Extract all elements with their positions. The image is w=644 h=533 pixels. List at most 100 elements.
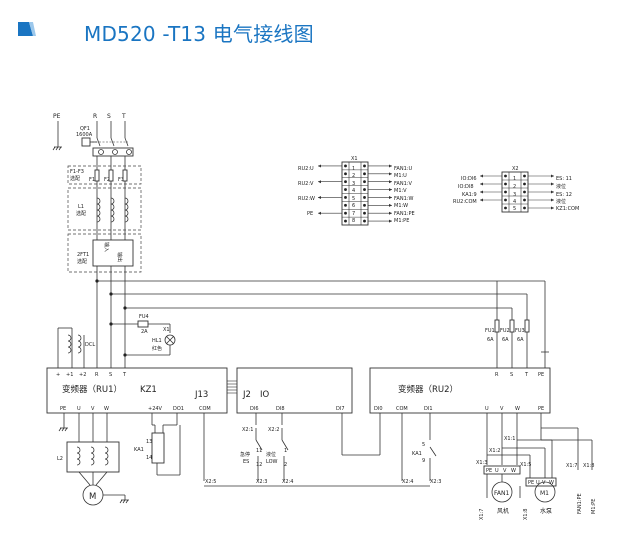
fan-pe-label: FAN1:PE [577,493,583,514]
x1-terminal-dot [344,164,347,168]
loads: X1:1 X1:2 X1:3 X1:5 X1:7 X1:8 PE U V W P… [476,413,597,520]
filter-out-label: 输出 [116,252,123,262]
x1-row-5: 5 [352,196,355,202]
ru2-top-t0: R [495,372,499,378]
ground-icon-pe [52,146,62,151]
r-label: R [93,113,97,120]
x1-row-2: 2 [352,173,355,179]
x2-right-1: 液位 [556,183,566,190]
x1-right-arrow-icon [389,211,392,215]
ru1-bot-t0: PE [60,406,66,412]
lamp-color: 红色 [152,345,162,352]
x1-right-7: M1:PE [394,218,409,224]
level-switch-icon [281,428,289,481]
ru2-box [369,367,551,414]
ru2-top-t2: T [524,372,529,378]
io-connector: J2 [242,390,251,400]
x1-left-arrow-icon [318,180,321,184]
x1-terminal-dot [344,211,347,215]
pump-mini-2: V [542,480,546,486]
sw2-name: 液位 [266,451,276,458]
fuse-fu4-icon [137,320,149,328]
bottom-x1-8: X1:8 [523,509,529,520]
ru1-bot-t4: +24V [148,406,163,412]
sw1-ref: X2:1 [242,427,253,433]
x2-row-4: 4 [513,199,516,205]
sw2-ref: X2:2 [268,427,279,433]
x2-right-arrow-icon [551,206,554,210]
ru2-fuse-icon-1 [494,319,500,333]
fan-mini-2: V [503,468,507,474]
fuse-f1-icon [94,169,100,182]
x2-right-arrow-icon [551,174,554,178]
x1-terminal-table: X1 RU2:U RU2:V RU2:W PE 1 2 3 4 5 6 7 8 … [298,156,415,226]
reactor-label: L1 [78,204,84,210]
x1-terminal-dot [363,188,366,191]
pump-mini-0: PE [528,480,534,486]
ru1-top-t3: R [95,372,99,378]
x1-right-3: M1:V [394,188,407,194]
f1-label: F1 [89,177,95,183]
dc-reactor: DCL [57,327,95,368]
x2-terminal-dot [504,198,507,202]
supply-section: PE R S T QF1 1600A [52,113,546,368]
x2-terminal-table: X2 IO:DI6 IO:DI8 KA1:9 RU2:COM 1 2 3 4 5… [453,166,579,213]
io-x-ref-1: X2:3 [256,479,267,485]
x1-left-3: PE [307,211,313,217]
x2-terminal-dot [504,182,507,186]
x1-terminal-dot [363,211,366,215]
ru2-bot-t3: U [485,406,489,412]
ru2-bot-t0: DI0 [374,406,383,412]
x2-terminal-dot [523,190,526,194]
x1-terminal-dot [344,172,347,176]
x1-title: X1 [351,156,358,162]
ru1-bot-t1: U [77,406,81,412]
ribbon-connector [227,380,237,394]
filter-in-label: 输入 [103,242,110,252]
x1-right-arrow-icon [389,164,392,168]
t-label: T [121,113,126,120]
ground-icon-motor [119,499,129,504]
ru1-bot-t6: COM [199,406,211,412]
io-x-ref-2: X2:4 [282,479,293,485]
filter-opt: 选配 [77,258,87,265]
ru1-box [46,367,228,414]
fuse-note: F1-F3 [70,169,84,175]
ru2-bot-t6: PE [538,406,544,412]
x1-terminal-dot [344,180,347,184]
x2-title: X2 [512,166,519,172]
ru1-name: 变频器（RU1） [62,384,122,395]
x1-right-5: M1:W [394,203,408,209]
x1-row-7: 7 [352,211,355,217]
x2-right-0: ES: 11 [556,176,572,182]
x2-terminal-dot [523,174,526,178]
side-term-2: X1:8 [583,463,594,469]
x2-left-2: KA1:9 [462,192,477,198]
sw2-b: 2 [284,462,287,468]
ru2-bot-t1: COM [396,406,408,412]
x2-right-3: 液位 [556,198,566,205]
pe-label: PE [53,113,61,120]
x1-right-arrow-icon [389,219,392,223]
ru2-fuse-3: FU3 [515,328,525,334]
lamp-ref: X1 [163,327,170,333]
ru2-relay-a: 5 [422,442,425,448]
fan-mini-3: W [511,468,516,474]
relay-pin-14: 14 [146,455,152,461]
x1-left-arrow-icon [318,211,321,215]
fan-name: 风机 [497,507,509,515]
ru2-fuse-rating-3: 6A [517,337,524,343]
sw1-name: 急停 [240,451,250,458]
dc-coil-icon [67,334,72,354]
x2-row-2: 2 [513,184,516,190]
relay-coil-icon [151,432,165,464]
sw1-pin: ES [243,459,249,465]
x1-row-4: 4 [352,188,355,194]
page-title: MD520 -T13 电气接线图 [84,22,314,46]
ka1-relay: 13 14 KA1 [134,413,181,476]
s-label: S [107,113,111,120]
sw2-a: 1 [284,448,287,454]
ru2-x-ref-1: X2:4 [402,479,413,485]
x2-terminal-dot [504,190,507,194]
ru2-bot-t5: W [515,406,520,412]
